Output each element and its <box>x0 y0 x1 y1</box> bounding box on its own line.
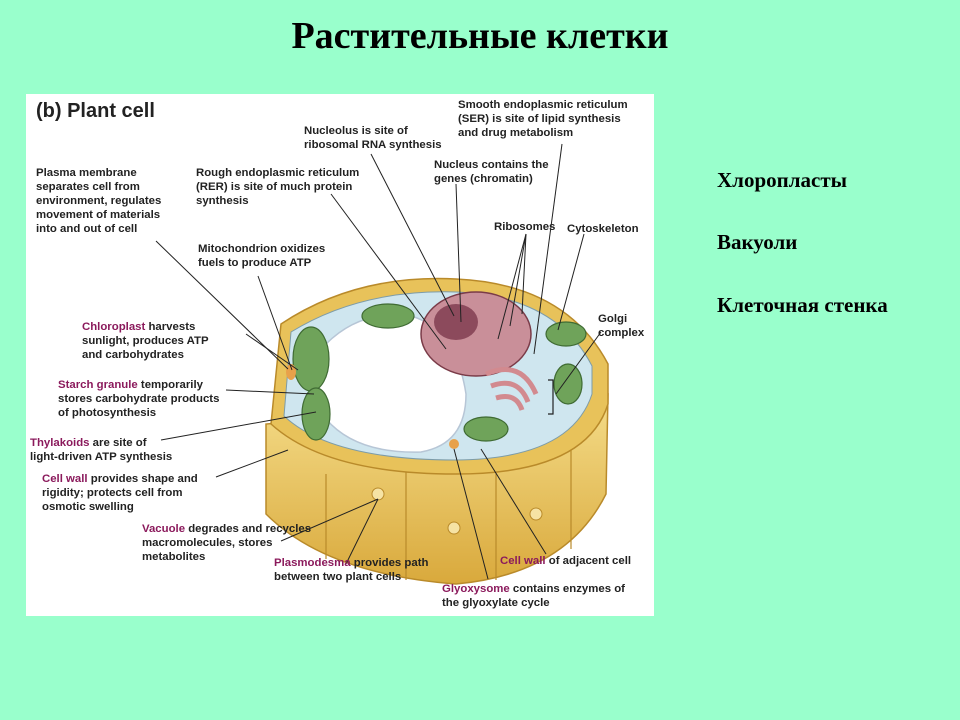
plasmodesma <box>371 487 385 501</box>
panel-title: (b) Plant cell <box>36 100 155 122</box>
label-cytoskeleton: Cytoskeleton <box>567 223 639 235</box>
label-thylakoids: Thylakoids are site of light-driven ATP … <box>30 437 173 463</box>
nucleus <box>420 291 532 377</box>
label-vacuole: Vacuole degrades and recycles macromolec… <box>142 523 312 563</box>
label-plasmodesma: Plasmodesma provides path between two pl… <box>274 557 429 583</box>
term-adjacent-cell-wall: Cell wall <box>500 555 546 567</box>
term-chloroplast: Chloroplast <box>82 321 146 333</box>
leader-lines <box>155 143 602 580</box>
side-item-cell-wall: Клеточная стенка <box>717 293 888 317</box>
side-item-chloroplasts: Хлоропласты <box>717 168 848 192</box>
label-adjacent-cell-wall: Cell wall of adjacent cell <box>500 555 632 567</box>
chloroplast <box>545 321 587 347</box>
cell-illustration <box>155 143 609 585</box>
label-starch-granule: Starch granule temporarily stores carboh… <box>58 379 220 419</box>
term-starch-granule: Starch granule <box>58 379 138 391</box>
chloroplast <box>361 303 415 329</box>
term-thylakoids: Thylakoids <box>30 437 90 449</box>
plant-cell-diagram: (b) Plant cell Smooth endoplasmic reticu… <box>26 94 654 616</box>
term-plasmodesma: Plasmodesma <box>274 557 351 569</box>
plasmodesma <box>529 507 543 521</box>
golgi-complex <box>485 367 539 411</box>
label-nucleus: Nucleus contains the genes (chromatin) <box>434 159 549 185</box>
label-nucleolus: Nucleolus is site of ribosomal RNA synth… <box>304 125 442 151</box>
label-glyoxysome: Glyoxysome contains enzymes of the glyox… <box>442 583 625 609</box>
nucleolus <box>434 304 478 340</box>
plasmodesma <box>447 521 461 535</box>
label-rough-er: Rough endoplasmic reticulum (RER) is sit… <box>196 167 360 207</box>
mitochondrion <box>286 364 296 380</box>
label-golgi: Golgi complex <box>598 313 645 339</box>
term-cell-wall: Cell wall <box>42 473 88 485</box>
label-cell-wall: Cell wall provides shape and rigidity; p… <box>42 473 198 513</box>
label-mitochondrion: Mitochondrion oxidizes fuels to produce … <box>198 243 326 269</box>
side-item-vacuoles: Вакуоли <box>717 230 798 254</box>
chloroplast <box>292 326 330 392</box>
label-ribosomes: Ribosomes <box>494 221 556 233</box>
label-plasma-membrane: Plasma membrane separates cell from envi… <box>36 167 162 235</box>
label-chloroplast: Chloroplast harvests sunlight, produces … <box>82 321 209 361</box>
chloroplast <box>301 387 331 441</box>
page-title: Растительные клетки <box>291 15 669 57</box>
term-glyoxysome: Glyoxysome <box>442 583 510 595</box>
chloroplast <box>463 416 509 442</box>
glyoxysome <box>449 439 459 449</box>
chloroplast <box>553 363 583 405</box>
golgi-bracket <box>548 379 554 415</box>
term-vacuole: Vacuole <box>142 523 186 535</box>
label-smooth-er: Smooth endoplasmic reticulum (SER) is si… <box>458 99 628 139</box>
